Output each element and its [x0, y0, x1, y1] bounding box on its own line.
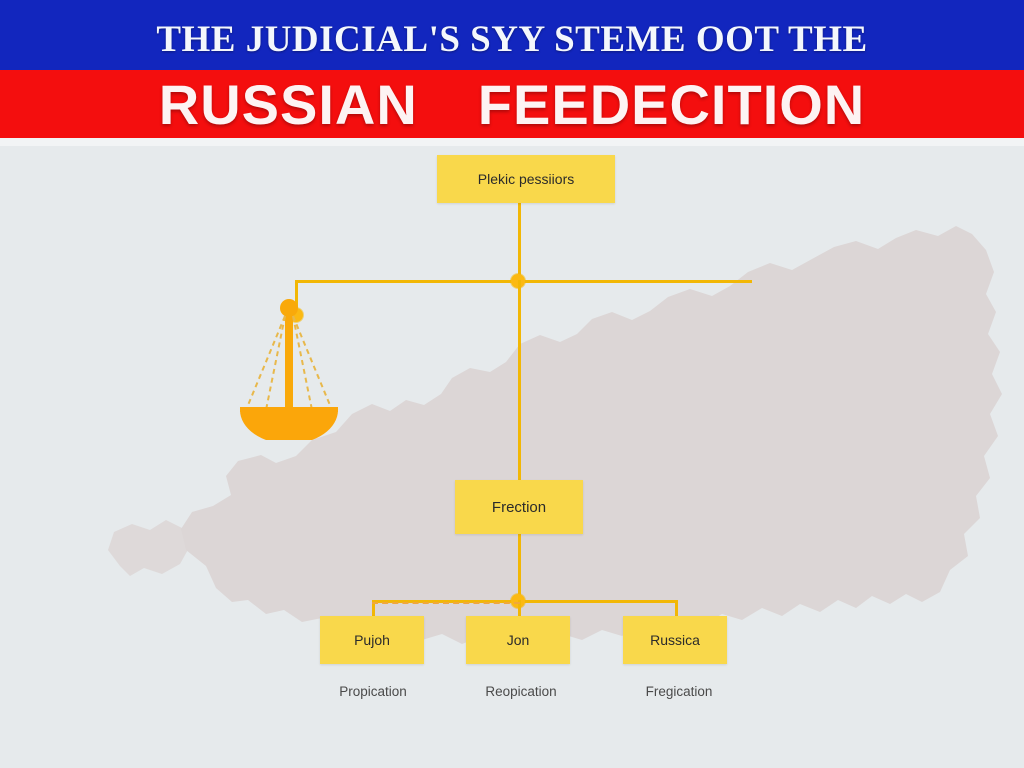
connector-dashed-link — [372, 602, 520, 604]
node-leaf-2[interactable]: Jon — [466, 616, 570, 664]
connector-drop-leaf-1 — [372, 600, 375, 616]
connector-drop-leaf-2 — [518, 600, 521, 616]
header-title-word-russian: RUSSIAN — [158, 72, 418, 136]
node-mid-label: Frection — [491, 498, 547, 516]
connector-bus-to-scales — [295, 280, 298, 316]
connector-top-to-bus — [518, 203, 521, 281]
header-title-word-federation: FEEDECITION — [477, 72, 866, 136]
node-leaf-1-label: Pujoh — [354, 632, 390, 648]
diagram-canvas: Plekic pessiiors Frection Pujoh Jon Russ… — [0, 146, 1024, 768]
header-bottom-strip — [0, 138, 1024, 146]
header-title-line2: RUSSIAN FEEDECITION — [159, 72, 866, 137]
scales-of-justice-icon — [240, 299, 338, 440]
node-mid[interactable]: Frection — [455, 480, 583, 534]
russia-map-silhouette — [108, 226, 1002, 644]
connector-bus-to-mid — [518, 280, 521, 480]
node-top-label: Plekic pessiiors — [477, 171, 575, 187]
node-leaf-3[interactable]: Russica — [623, 616, 727, 664]
caption-leaf-3: Fregication — [645, 684, 713, 699]
connector-mid-to-lower-bus — [518, 534, 521, 601]
node-top[interactable]: Plekic pessiiors — [437, 155, 615, 203]
caption-leaf-2: Reopication — [485, 684, 557, 699]
connector-drop-leaf-3 — [675, 600, 678, 616]
header-title-line1: THE JUDICIAL'S SYY STEME OOT THE — [156, 18, 868, 60]
node-leaf-3-label: Russica — [650, 632, 700, 648]
node-leaf-1[interactable]: Pujoh — [320, 616, 424, 664]
header-red-band: RUSSIAN FEEDECITION — [0, 70, 1024, 138]
header-blue-band: THE JUDICIAL'S SYY STEME OOT THE — [0, 0, 1024, 70]
caption-leaf-1: Propication — [339, 684, 407, 699]
node-leaf-2-label: Jon — [506, 632, 530, 648]
